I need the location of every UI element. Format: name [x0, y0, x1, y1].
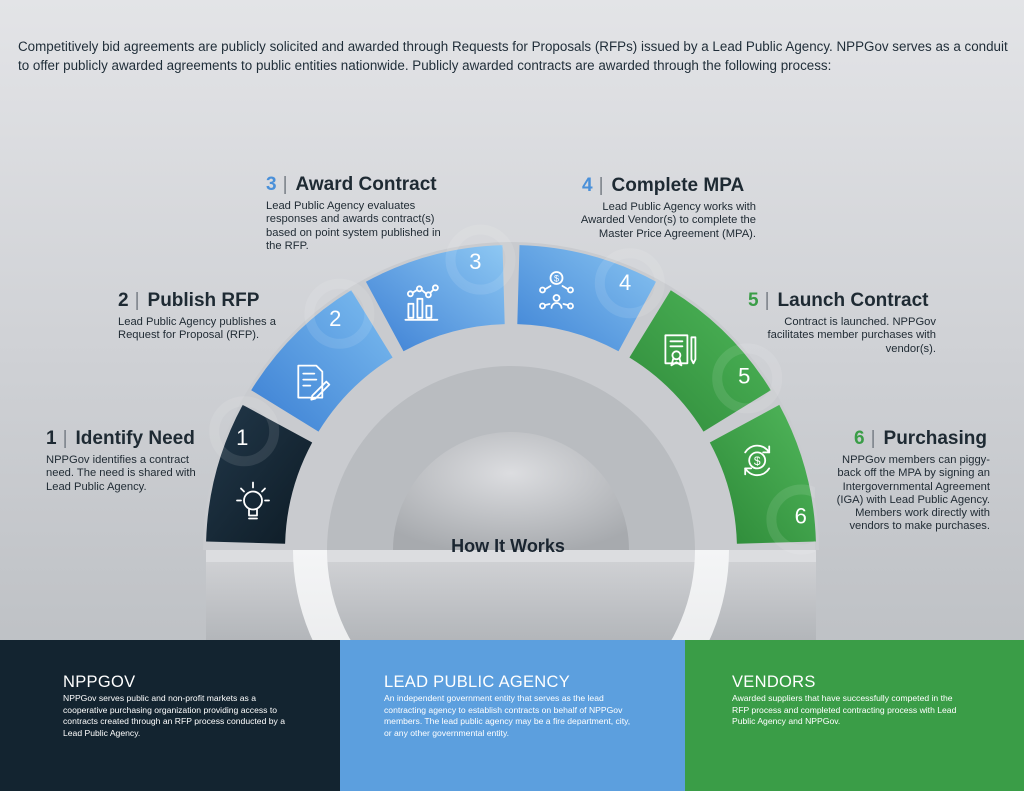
segment-5-decor-ring [712, 343, 783, 414]
segment-5-number: 5 [738, 363, 750, 388]
panel-nppgov: NPPGOV NPPGov serves public and non-prof… [0, 640, 340, 791]
panel-lead-public-agency-description: An independent government entity that se… [384, 693, 631, 738]
step-5-label: 5|Launch Contract Contract is launched. … [738, 290, 936, 356]
segment-icons: $$ [236, 271, 771, 520]
step-1-number: 1 [46, 428, 57, 449]
segment-4 [517, 245, 657, 352]
step-3-description: Lead Public Agency evaluates responses a… [266, 200, 441, 252]
segment-4-decor-ring [594, 248, 665, 319]
segment-3 [365, 245, 505, 352]
step-5-title: Launch Contract [777, 290, 929, 311]
step-6-description: NPPGov members can piggy-back off the MP… [836, 454, 990, 533]
step-3-title: Award Contract [295, 174, 437, 195]
segment-2 [251, 290, 393, 432]
panel-vendors: VENDORS Awarded suppliers that have succ… [685, 640, 1024, 791]
document-pen-icon [297, 364, 331, 401]
segment-3-number: 3 [469, 249, 481, 274]
step-segments [206, 224, 816, 555]
lightbulb-icon [236, 481, 270, 520]
step-2-description: Lead Public Agency publishes a Request f… [118, 316, 276, 342]
panel-lead-public-agency-title: LEAD PUBLIC AGENCY [384, 673, 571, 691]
step-3-label: 3|Award Contract Lead Public Agency eval… [266, 174, 454, 253]
segment-5 [629, 290, 771, 432]
step-2-number: 2 [118, 290, 129, 311]
panel-nppgov-title: NPPGOV [63, 673, 136, 691]
intro-text: Competitively bid agreements are publicl… [18, 39, 1008, 73]
segment-6-decor-ring [766, 484, 815, 555]
svg-text:$: $ [554, 274, 559, 284]
step-6-label: 6|Purchasing NPPGov members can piggy-ba… [820, 428, 990, 534]
step-1-label: 1|Identify Need NPPGov identifies a cont… [46, 428, 216, 494]
panel-nppgov-description: NPPGov serves public and non-profit mark… [63, 693, 285, 738]
step-4-number: 4 [582, 175, 593, 196]
step-2-title: Publish RFP [147, 290, 260, 311]
step-4-description: Lead Public Agency works with Awarded Ve… [580, 201, 756, 240]
step-3-number: 3 [266, 174, 277, 195]
hub-inner [393, 432, 629, 550]
segment-6-number: 6 [795, 503, 807, 528]
step-5-description: Contract is launched. NPPGov facilitates… [767, 316, 936, 355]
segment-2-decor-ring [304, 278, 375, 349]
step-1-title: Identify Need [75, 428, 195, 449]
network-dollar-icon: $ [539, 271, 574, 310]
segment-3-decor-ring [445, 224, 516, 295]
svg-text:$: $ [754, 454, 761, 468]
step-6-number: 6 [854, 428, 865, 449]
dollar-cycle-icon: $ [744, 444, 771, 477]
certificate-icon [664, 334, 697, 367]
step-2-label: 2|Publish RFP Lead Public Agency publish… [118, 290, 298, 343]
center-title: How It Works [451, 536, 565, 556]
segment-numbers: 1 2 3 4 5 6 [236, 249, 807, 528]
segment-1-number: 1 [236, 425, 248, 450]
step-4-label: 4|Complete MPA Lead Public Agency works … [560, 175, 756, 241]
segment-1-decor-ring [209, 396, 280, 467]
bar-chart-icon [404, 284, 439, 321]
step-1-description: NPPGov identifies a contract need. The n… [46, 454, 196, 493]
segment-2-number: 2 [329, 306, 341, 331]
segment-4-number: 4 [619, 270, 631, 295]
panel-vendors-title: VENDORS [732, 673, 816, 691]
panel-vendors-description: Awarded suppliers that have successfully… [732, 693, 957, 727]
step-6-title: Purchasing [883, 428, 987, 449]
step-5-number: 5 [748, 290, 759, 311]
step-4-title: Complete MPA [611, 175, 745, 196]
segment-1 [206, 404, 313, 544]
panel-lead-public-agency: LEAD PUBLIC AGENCY An independent govern… [340, 640, 685, 791]
